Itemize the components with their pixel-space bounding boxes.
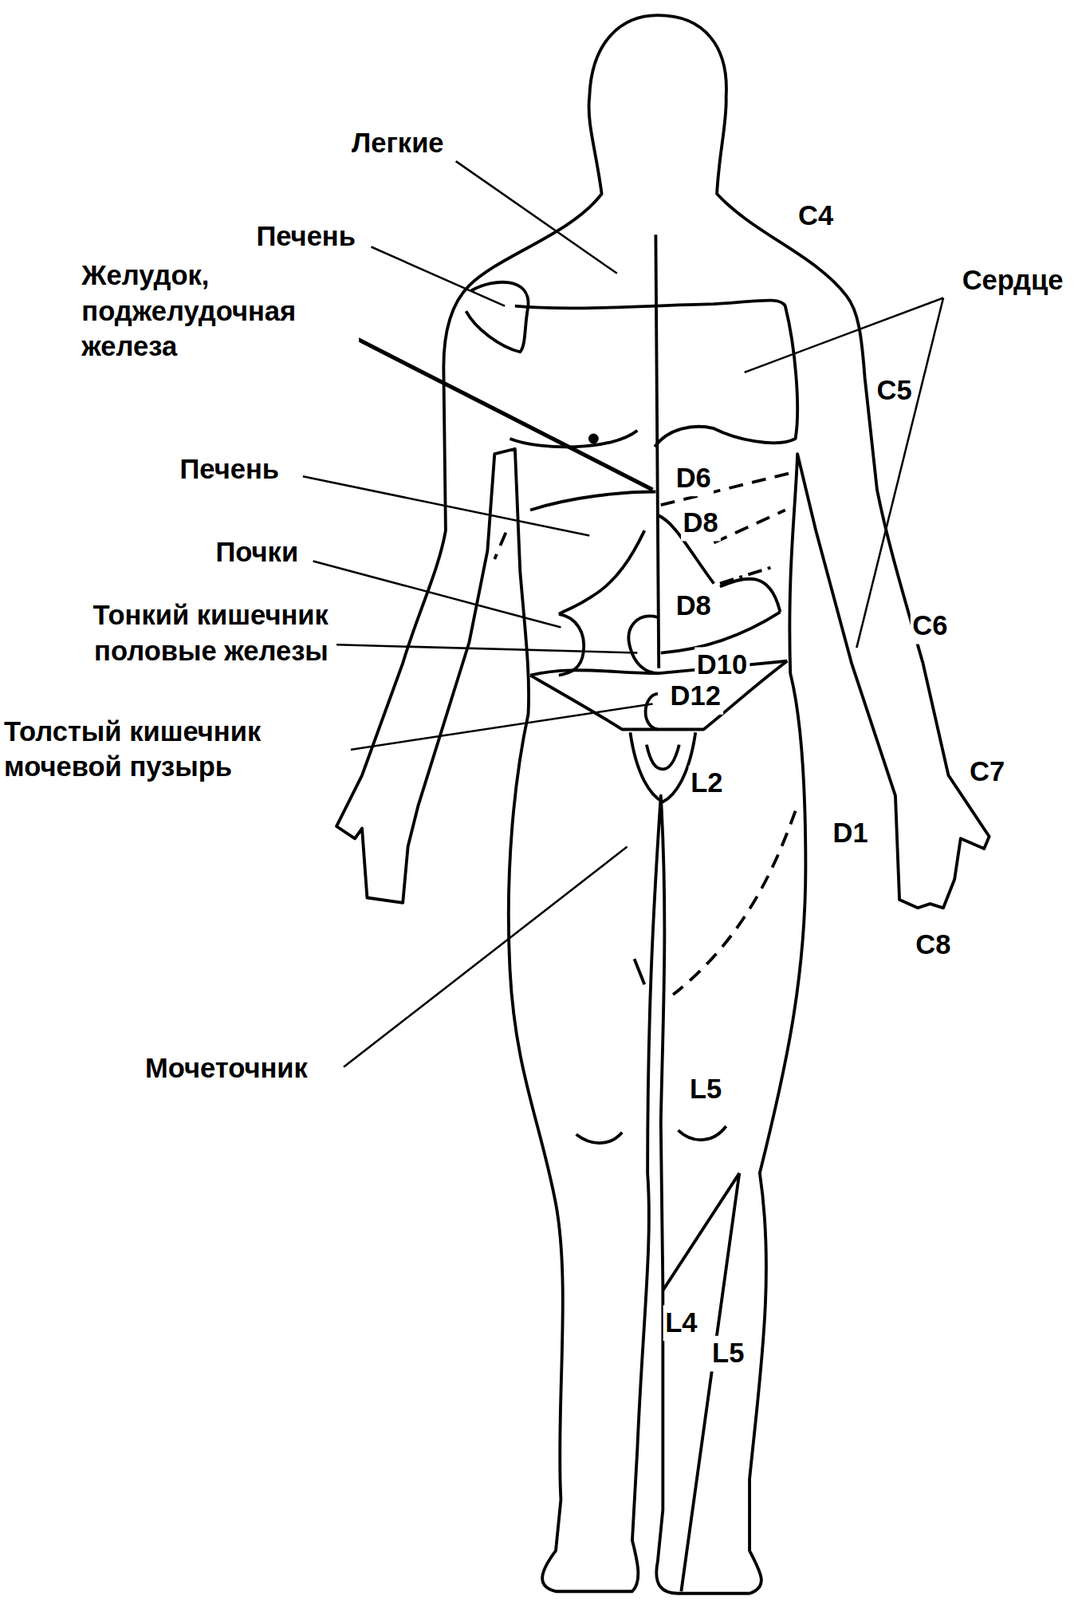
body-outline [678,1125,727,1140]
body-outline [558,530,645,614]
organ-label: Мочеточник [142,1050,310,1087]
nipple-dot [588,433,599,445]
organ-label: Желудок, поджелудочная железа [79,258,359,366]
leader-line [302,703,654,757]
segment-label: D8 [673,587,713,624]
zone-boundary [720,566,776,584]
body-outline [576,1132,623,1143]
organ-label: Печень [254,218,359,255]
leader-line [313,560,562,627]
segment-label: C7 [967,754,1007,791]
segment-label: C6 [910,608,950,645]
body-outline [645,693,658,730]
segment-label: L2 [688,765,725,802]
segment-label: C8 [913,927,953,964]
organ-label: Легкие [349,125,446,162]
body-outline [662,1172,740,1291]
segment-label: D1 [830,814,870,851]
body-outline [515,300,798,448]
organ-label: Почки [213,535,301,571]
leader-line [856,297,944,648]
zone-boundary [494,532,506,559]
segment-label: D12 [668,678,723,715]
segment-label: C5 [874,372,914,409]
body-outline [646,744,680,770]
segment-label: L5 [687,1071,724,1108]
leader-line [744,297,944,372]
body-outline [530,491,656,510]
leader-line [348,334,653,490]
body-outline [634,958,646,984]
body-outline [509,430,638,448]
zone-boundary [672,810,795,995]
segment-label: C4 [796,198,836,235]
organ-label: Толстый кишечник мочевой пузырь [2,713,351,786]
leader-line [302,476,590,536]
segment-label: D10 [694,646,749,683]
segment-label: L5 [709,1335,746,1372]
organ-label: Сердце [960,262,1066,299]
leader-line [371,247,506,307]
body-outline [629,616,660,674]
segment-label: L4 [663,1304,700,1341]
body-outline [655,234,659,669]
body-outline [336,15,990,1594]
zone-boundary [713,509,786,543]
segment-label: D8 [680,505,721,542]
body-outline [558,613,584,676]
body-outline [629,731,696,802]
body-outline [680,1172,740,1591]
segment-label: D6 [673,460,713,496]
leader-line [343,846,628,1067]
leader-line [336,644,638,653]
body-outline [720,578,780,613]
organ-label: Тонкий кишечник половые железы [39,597,331,669]
leader-line [456,161,618,274]
organ-label: Печень [177,452,282,488]
